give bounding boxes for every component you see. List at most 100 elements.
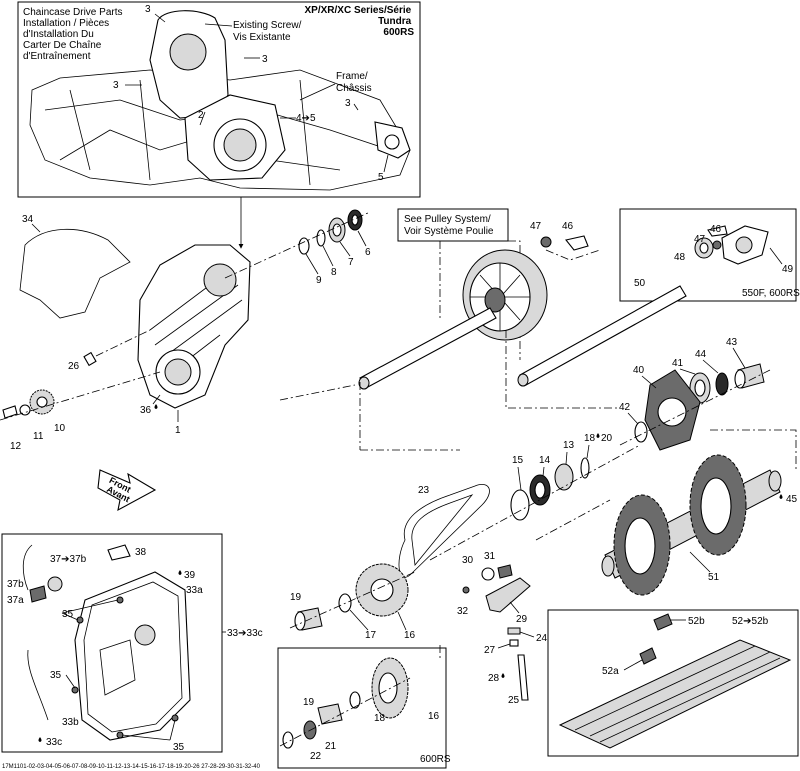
jackshaft-50-spline [517,373,529,387]
jackshaft-upper-axis [279,382,460,451]
leader-35-c [65,674,76,689]
cover-box: 38 37➔37b 37b 37a 39 33a 35 35 35 33b 33… [1,533,223,753]
bearing-axis [619,369,771,446]
upper-shaft-axis [224,211,371,279]
leader-35-bottom [121,719,176,741]
callout-7: 7 [348,257,354,268]
seal-44 [715,372,729,396]
pulley-group: See Pulley System/ Voir Système Poulie 4… [279,208,800,451]
leader-15 [517,466,522,491]
pulley-note-box [397,208,509,242]
pulley-hub [484,287,506,313]
callout-40: 40 [633,365,645,376]
lower-shaft-group: 15 14 13 18 20 23 19 17 16 [289,433,641,706]
callout-49: 49 [782,264,794,275]
callout-37a: 37a [7,595,24,606]
front-direction-arrow: Front Avant [97,469,157,512]
bearing-13 [554,463,574,491]
callout-34: 34 [22,214,34,225]
callout-35-bottom: 35 [173,742,185,753]
top-bearing-axis [545,249,601,261]
callout-9: 9 [316,275,322,286]
chaincase-lower-bore-inner [164,358,192,386]
leader-frame [299,83,336,101]
svg-text:See Pulley System/ Voir: See Pulley System/ Voir Système Poulie [404,214,494,237]
pin-24 [507,627,521,635]
tensioner-arm-29 [485,577,531,613]
existing-screw-line-2: Vis Existante [233,32,291,43]
leader-35-a [61,599,119,621]
callout-15: 15 [512,455,524,466]
svg-text:Existing Screw/ Vis Exis: Existing Screw/ Vis Existante [233,20,304,43]
callout-45: 45 [786,494,798,505]
inset-title-line-5: d'Entraînement [23,51,91,62]
inset-title-line-4: Carter De Chaîne [23,40,102,51]
callout-1: 1 [175,425,181,436]
callout-18-top: 18 [584,433,596,444]
leader-2 [199,111,206,126]
inset-title-line-1: Chaincase Drive Parts [23,7,122,18]
callout-32: 32 [457,606,469,617]
callout-22: 22 [310,751,322,762]
cover-box-border [1,533,223,753]
leader-5 [383,154,389,173]
leader-40 [641,375,657,389]
leader-43 [732,347,746,369]
box-600rs-border [277,647,447,769]
plug-37 [47,576,63,592]
callout-21: 21 [325,741,337,752]
leader-9 [305,253,319,275]
seal-14-inner [534,481,546,499]
bolt-32 [462,586,470,594]
callout-29: 29 [516,614,528,625]
callout-52-range: 52➔52b [732,616,769,627]
series-line-3: 600RS [383,27,414,38]
leader-51 [689,551,711,573]
callout-3b: 3 [262,54,268,65]
ring-8 [316,229,326,247]
housing-43-face [734,369,746,389]
leader-42 [627,412,639,425]
sprocket-axis [289,571,416,629]
callout-8: 8 [331,267,337,278]
chaincase-group: 34 36 1 26 10 11 12 6 7 8 [0,209,371,452]
leader-41 [679,368,696,375]
bolt-35-c [71,686,79,694]
chaincase-housing-ribs [149,269,243,376]
washer-11 [19,404,31,416]
clip-52a [639,647,657,665]
callout-33a: 33a [186,585,203,596]
installation-inset: Chaincase Drive Parts Installation / Piè… [17,1,421,198]
callout-52b: 52b [688,616,705,627]
callout-12: 12 [10,441,22,452]
gear-10-hub [36,396,48,408]
hose-33b [27,649,49,721]
lower-shaft-axis [429,444,641,561]
bolt-26 [83,351,97,367]
bracket-46-top [565,235,589,251]
callout-42: 42 [619,402,631,413]
footer-code: 17M1101-02-03-04-05-06-07-08-09-10-11-12… [2,764,261,770]
callout-31: 31 [484,551,496,562]
inset-title-line-3: d'Installation Du [23,29,94,40]
jackshaft-upper-spline [358,376,370,390]
bearing-7-inner [332,223,342,237]
box-550-600-label: 550F, 600RS [742,288,800,299]
nut-47-box [712,240,722,250]
callout-25: 25 [508,695,520,706]
callout-28: 28 [488,673,500,684]
callout-5: 5 [378,172,384,183]
pin-27 [509,639,519,647]
bolt-35-a [76,616,84,624]
leader-17 [349,609,369,631]
callout-44: 44 [695,349,707,360]
callout-6: 6 [365,247,371,258]
drop-icon-39 [178,570,182,575]
callout-39: 39 [184,570,196,581]
bearing-48-inner [699,242,709,254]
leader-3a [154,13,166,23]
bolt-26-axis [95,329,151,357]
callout-41: 41 [672,358,684,369]
gear-axis [0,371,161,421]
